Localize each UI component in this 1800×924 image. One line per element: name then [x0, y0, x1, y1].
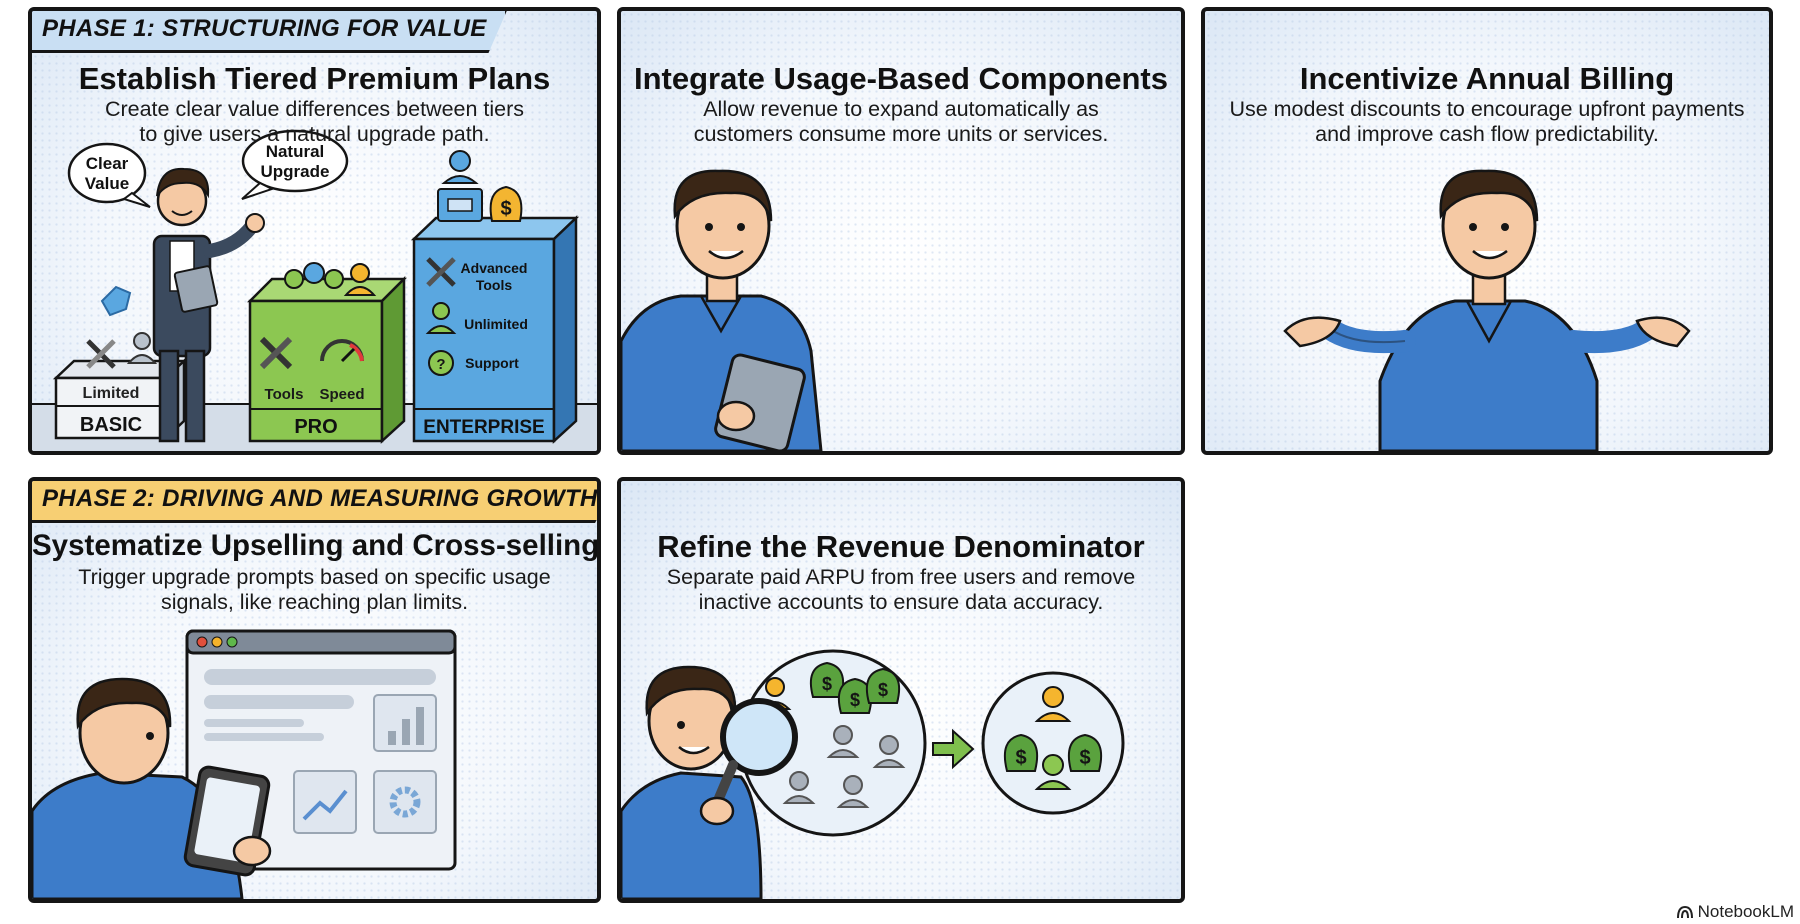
- description-line: and improve cash flow predictability.: [1315, 122, 1659, 146]
- support-agent-icon: [441, 150, 479, 184]
- pro-feature-speed: Speed: [319, 386, 364, 403]
- speedometer-icon: [320, 339, 364, 363]
- bubble-line: Natural: [266, 142, 325, 161]
- basic-feature-label: Limited: [83, 385, 140, 402]
- browser-window: [185, 629, 457, 871]
- enterprise-feature-tools: Tools: [476, 277, 513, 293]
- tiered-plans-illustration: Limited BASIC Tools Speed PRO: [32, 129, 597, 451]
- user-icon-gray: [782, 725, 906, 808]
- description-line: to give users a natural upgrade path.: [139, 122, 490, 146]
- svg-text:$: $: [1015, 747, 1026, 769]
- enterprise-feature-unlimited: Unlimited: [464, 316, 528, 332]
- pro-tier-box: Tools Speed PRO: [246, 262, 408, 444]
- panel-title: Establish Tiered Premium Plans: [78, 61, 551, 96]
- enterprise-tier-label: ENTERPRISE: [423, 417, 544, 438]
- speech-bubble-clear-value: Clear Value: [67, 142, 151, 208]
- phase-2-tag: PHASE 2: DRIVING AND MEASURING GROWTH: [32, 481, 597, 523]
- speech-bubble-natural-upgrade: Natural Upgrade: [241, 129, 349, 200]
- crumpled-paper-icon: [100, 285, 132, 317]
- panel-description: Separate paid ARPU from free users and r…: [621, 565, 1181, 615]
- bubble-line: Clear: [86, 154, 129, 173]
- notebook-logo-icon: [1676, 905, 1693, 919]
- pro-feature-tools: Tools: [265, 386, 304, 403]
- pro-tier-label: PRO: [294, 416, 337, 438]
- user-icon: [126, 332, 158, 364]
- shrugging-person-illustration: [1283, 169, 1691, 451]
- svg-text:?: ?: [436, 356, 445, 373]
- svg-text:$: $: [822, 674, 832, 694]
- brand-name: NotebookLM: [1697, 902, 1794, 921]
- panel-description: Allow revenue to expand automatically as…: [621, 97, 1181, 147]
- user-icon-gold: [1034, 686, 1072, 722]
- description-line: Trigger upgrade prompts based on specifi…: [78, 565, 551, 589]
- panel-title: Refine the Revenue Denominator: [657, 529, 1145, 564]
- arrow-right-icon: [932, 728, 975, 770]
- help-icon: ?: [428, 350, 454, 376]
- team-icon: [284, 262, 344, 289]
- paid-users-circle: $ $: [981, 671, 1125, 815]
- upselling-illustration: [32, 629, 457, 899]
- svg-text:$: $: [850, 690, 860, 710]
- panel-tiered-plans: PHASE 1: STRUCTURING FOR VALUE Establish…: [28, 7, 601, 455]
- description-line: customers consume more units or services…: [693, 122, 1109, 146]
- trend-up-icon: [293, 770, 357, 834]
- mixed-users-circle: $ $ $: [739, 649, 927, 837]
- gear-icon: [373, 770, 437, 834]
- basic-tier-label: BASIC: [80, 414, 142, 436]
- money-bag-icon: $: [1003, 733, 1039, 772]
- brand-footer: NotebookLM: [1676, 902, 1794, 922]
- svg-text:$: $: [1079, 747, 1090, 769]
- enterprise-tier-box: $ Advanced Tools Unlimited ? Support ENT…: [410, 150, 580, 444]
- presenter-figure: [152, 167, 265, 443]
- description-line: Create clear value differences between t…: [104, 97, 525, 121]
- description-line: signals, like reaching plan limits.: [160, 590, 469, 614]
- tools-icon: [86, 339, 116, 369]
- money-bag-icon: $: [865, 667, 901, 704]
- user-icon-green: [1034, 754, 1072, 790]
- enterprise-feature-advanced: Advanced: [461, 260, 528, 276]
- svg-text:$: $: [500, 198, 511, 220]
- panel-description: Use modest discounts to encourage upfron…: [1205, 97, 1769, 147]
- tools-icon: [426, 257, 456, 287]
- money-bag-icon: $: [809, 661, 845, 698]
- panel-annual-billing: Incentivize Annual Billing Use modest di…: [1201, 7, 1773, 455]
- description-line: inactive accounts to ensure data accurac…: [698, 590, 1104, 614]
- description-line: Use modest discounts to encourage upfron…: [1229, 97, 1745, 121]
- bubble-line: Upgrade: [261, 162, 330, 181]
- panel-upselling: PHASE 2: DRIVING AND MEASURING GROWTH Sy…: [28, 477, 601, 903]
- user-icon-gold: [343, 263, 377, 296]
- panel-description: Trigger upgrade prompts based on specifi…: [32, 565, 597, 615]
- panel-description: Create clear value differences between t…: [32, 97, 597, 147]
- description-line: Allow revenue to expand automatically as: [703, 97, 1099, 121]
- phase-1-tag: PHASE 1: STRUCTURING FOR VALUE: [32, 11, 508, 53]
- enterprise-feature-support: Support: [465, 355, 519, 371]
- panel-title: Integrate Usage-Based Components: [634, 61, 1168, 96]
- money-bag-icon: $: [1067, 733, 1103, 772]
- usage-person-illustration: [621, 169, 823, 451]
- bubble-line: Value: [85, 174, 129, 193]
- panel-title: Systematize Upselling and Cross-selling: [32, 529, 600, 562]
- panel-usage-based: Integrate Usage-Based Components Allow r…: [617, 7, 1185, 455]
- money-bag-icon: $: [489, 185, 523, 222]
- wrench-icon: [259, 336, 293, 370]
- panel-revenue-denominator: Refine the Revenue Denominator Separate …: [617, 477, 1185, 903]
- user-icon-green: [425, 302, 457, 334]
- panel-title: Incentivize Annual Billing: [1299, 61, 1675, 96]
- tablet-icon: [173, 265, 219, 313]
- denominator-illustration: $ $ $ $ $: [621, 649, 1125, 899]
- svg-text:$: $: [878, 680, 888, 700]
- description-line: Separate paid ARPU from free users and r…: [666, 565, 1136, 589]
